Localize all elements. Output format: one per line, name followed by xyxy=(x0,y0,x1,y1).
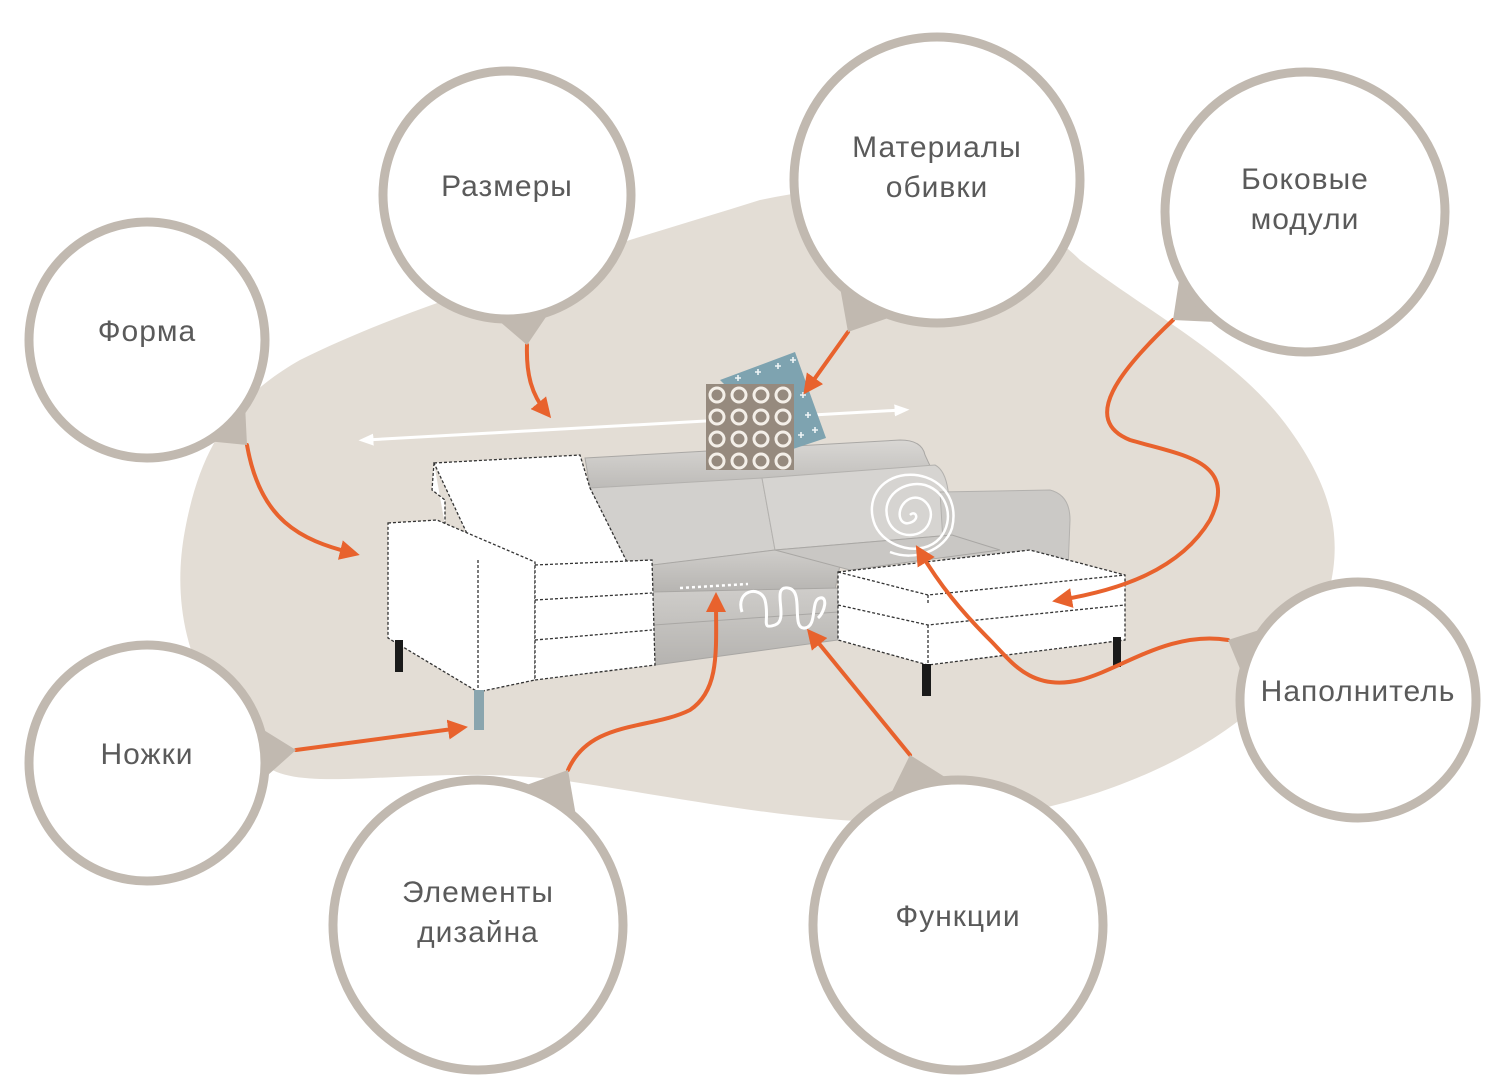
callout-circle xyxy=(24,640,270,886)
callout-napolnitel xyxy=(1228,577,1481,823)
label-line: Ножки xyxy=(100,738,194,771)
label-line: Материалы xyxy=(852,131,1022,164)
label-line: обивки xyxy=(885,171,989,204)
callout-label-nozhki: Ножки xyxy=(101,735,194,775)
seat-stitching xyxy=(679,582,749,590)
callout-circle xyxy=(808,775,1108,1075)
callout-label-napolnitel: Наполнитель xyxy=(1261,672,1456,712)
arrow-bokovye xyxy=(1052,318,1220,608)
callout-circle xyxy=(378,66,636,324)
filling-spiral xyxy=(870,473,955,557)
callout-circle xyxy=(24,217,270,463)
label-line: Функции xyxy=(895,900,1021,933)
callout-label-funkcii: Функции xyxy=(895,897,1020,937)
callout-nozhki xyxy=(24,640,296,886)
sofa-shape xyxy=(387,454,656,693)
callout-funkcii xyxy=(808,755,1108,1075)
arrow-forma xyxy=(245,443,360,560)
callout-circles xyxy=(24,32,1481,1075)
label-line: Боковые xyxy=(1241,163,1369,196)
label-line: дизайна xyxy=(417,916,539,949)
arrow-razmery xyxy=(524,343,552,419)
callout-circle xyxy=(789,32,1085,328)
arrow-funkcii xyxy=(806,628,912,757)
callout-label-razmery: Размеры xyxy=(441,167,573,207)
callout-circle xyxy=(1235,577,1481,823)
callout-label-forma: Форма xyxy=(98,312,197,352)
label-line: модули xyxy=(1250,203,1360,236)
sofa-legs xyxy=(395,637,1121,730)
callout-circle xyxy=(1160,67,1450,357)
callout-circle xyxy=(328,775,628,1075)
seat-spring xyxy=(739,586,827,630)
arrow-napolnitel xyxy=(915,545,1230,685)
label-line: Размеры xyxy=(441,170,573,203)
arrow-nozhki xyxy=(294,719,468,752)
callout-razmery xyxy=(378,66,636,345)
sofa-body xyxy=(584,439,1071,666)
arrow-materialy xyxy=(803,330,850,395)
connector-arrows xyxy=(245,318,1230,772)
callout-bokovye xyxy=(1160,67,1450,357)
callout-forma xyxy=(24,217,270,463)
label-line: Наполнитель xyxy=(1260,675,1456,708)
callout-label-elementy: Элементы дизайна xyxy=(402,873,554,953)
label-line: Форма xyxy=(97,315,197,348)
arrow-elementy xyxy=(566,592,727,772)
callout-label-materialy: Материалы обивки xyxy=(852,128,1022,208)
sofa-leg xyxy=(474,690,484,730)
callout-label-bokovye: Боковые модули xyxy=(1241,160,1369,240)
fabric-swatch xyxy=(706,352,826,470)
label-line: Элементы xyxy=(402,876,554,909)
callout-elementy xyxy=(328,770,628,1075)
chaise-module xyxy=(837,549,1126,666)
callout-materialy xyxy=(789,32,1085,332)
